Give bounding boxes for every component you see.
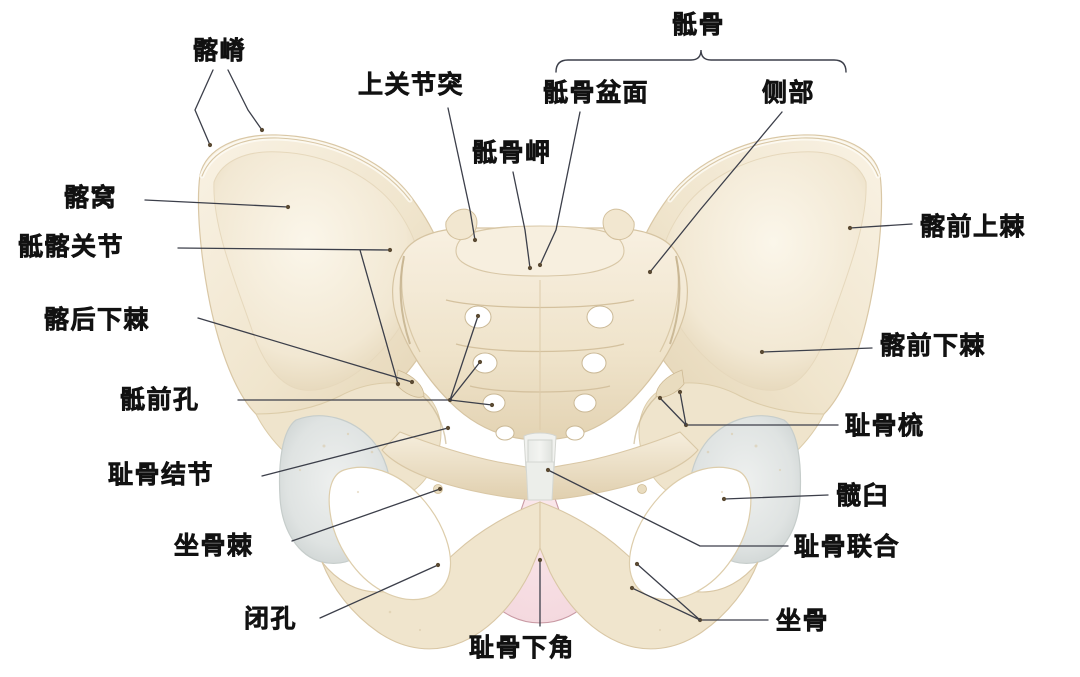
anterior-sacral-foramen-r4 xyxy=(565,425,585,441)
sacral-promontory-surface xyxy=(455,225,625,277)
label-ischium: 坐骨 xyxy=(776,606,830,635)
anterior-sacral-foramen-r3 xyxy=(573,393,597,413)
label-pubic-tubercle: 耻骨结节 xyxy=(108,460,215,489)
label-anterior-sacral-foramina: 骶前孔 xyxy=(120,385,200,414)
label-asis: 髂前上棘 xyxy=(920,212,1027,241)
anterior-sacral-foramen-r2 xyxy=(581,352,607,374)
label-iliac-crest: 髂嵴 xyxy=(193,36,247,65)
label-pii-spine: 髂后下棘 xyxy=(44,305,151,334)
pubic-symphysis xyxy=(525,439,555,501)
anterior-sacral-foramen-r1 xyxy=(586,305,614,329)
anterior-sacral-foramen-l2 xyxy=(472,352,498,374)
label-sacral-promontory: 骶骨岬 xyxy=(472,138,552,167)
label-obturator-foramen: 闭孔 xyxy=(244,604,298,633)
label-lateral-part: 侧部 xyxy=(762,78,816,107)
label-pubic-symphysis: 耻骨联合 xyxy=(794,532,901,561)
obturator-foramen-left xyxy=(328,466,452,601)
label-aiis: 髂前下棘 xyxy=(880,331,987,360)
superior-articular-process-left xyxy=(445,208,478,241)
label-sacroiliac-joint: 骶髂关节 xyxy=(18,232,125,261)
label-pecten-pubis: 耻骨梳 xyxy=(845,411,925,440)
label-ischial-spine: 坐骨棘 xyxy=(174,531,254,560)
superior-articular-process-right xyxy=(602,208,635,241)
anterior-sacral-foramen-l4 xyxy=(495,425,515,441)
obturator-foramen-right xyxy=(628,466,752,601)
label-iliac-fossa: 髂窝 xyxy=(64,183,118,212)
anterior-sacral-foramen-l3 xyxy=(482,393,506,413)
label-sacrum-pelvic-surface: 骶骨盆面 xyxy=(543,78,650,107)
label-subpubic-angle: 耻骨下角 xyxy=(469,633,576,662)
label-acetabulum: 髋臼 xyxy=(836,481,890,510)
label-superior-articular-process: 上关节突 xyxy=(358,70,465,99)
label-sacrum-group: 骶骨 xyxy=(672,10,726,39)
anterior-sacral-foramen-l1 xyxy=(464,305,492,329)
